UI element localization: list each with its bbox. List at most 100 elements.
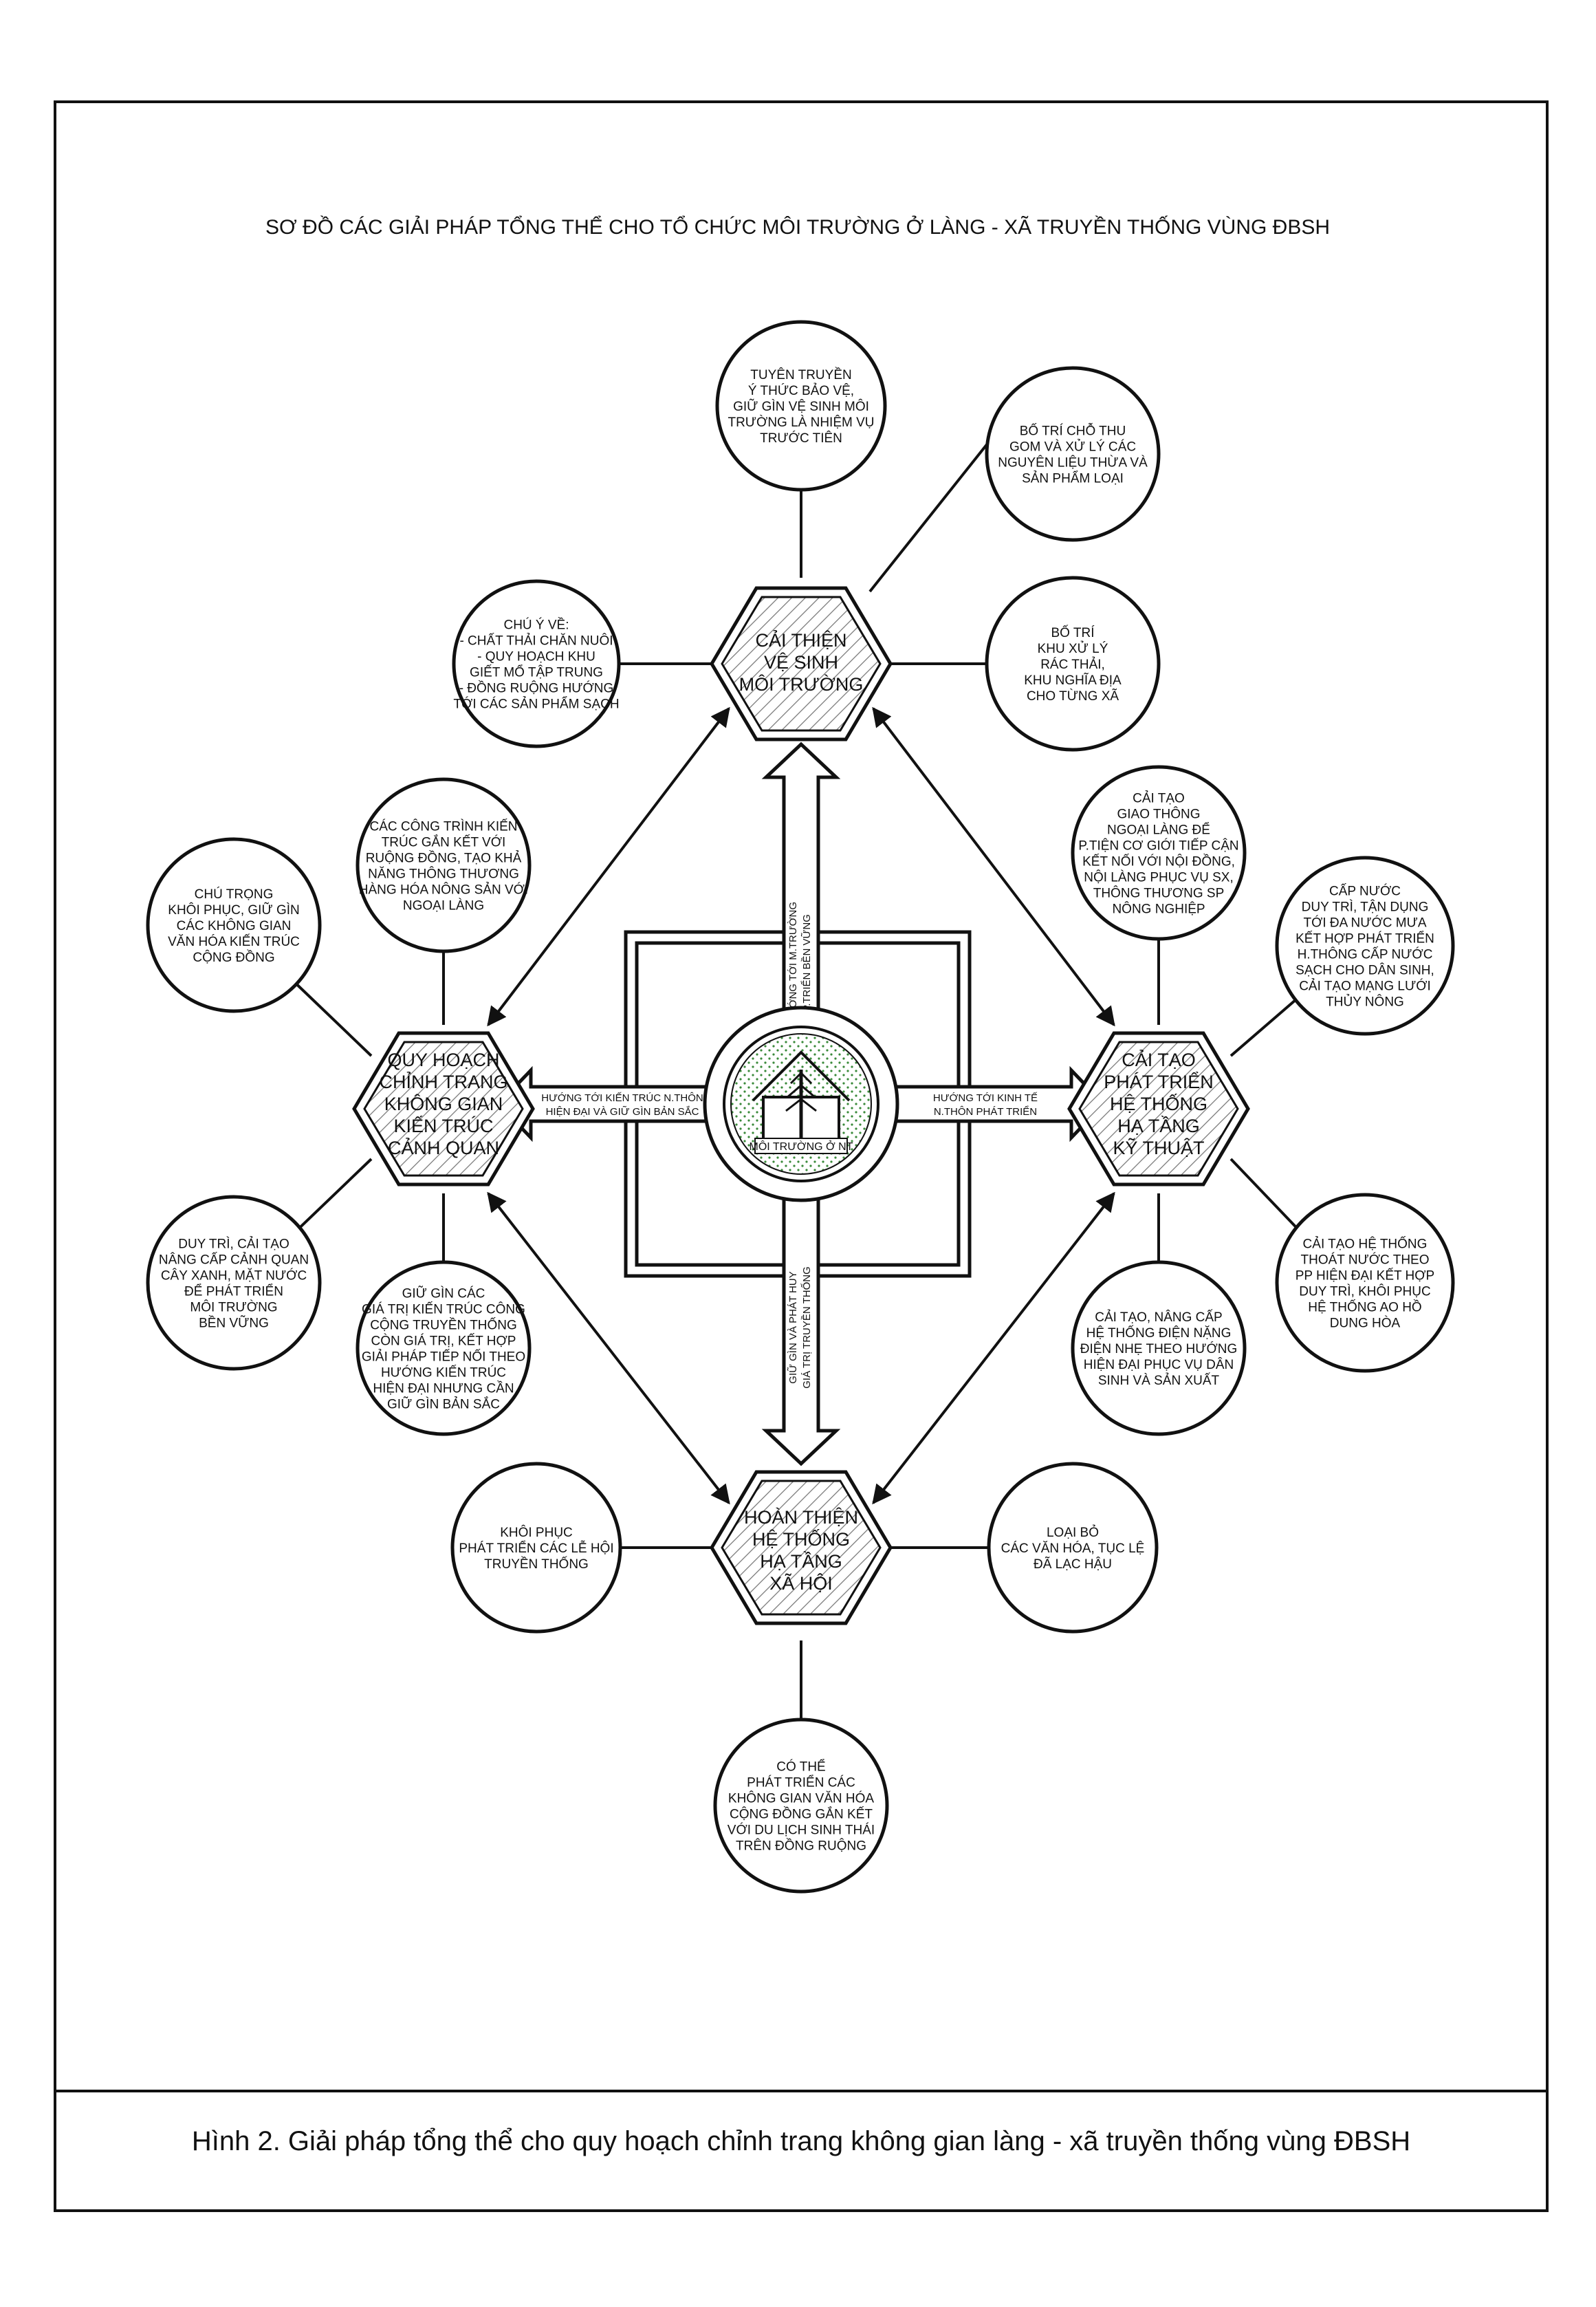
arrow-right-label-1: HƯỚNG TỚI KINH TẾ	[933, 1092, 1038, 1104]
bubble-text-line: THÔNG THƯƠNG SP	[1093, 886, 1225, 901]
hexagon-bottom	[710, 1470, 893, 1625]
bubble-text-line: SINH VÀ SẢN XUẤT	[1098, 1373, 1220, 1388]
bubble-text-line: KHÔI PHỤC, GIỮ GÌN	[168, 902, 299, 918]
bubble-text-line: GIAO THÔNG	[1117, 807, 1200, 822]
svg-text:PHÁT TRIỂN: PHÁT TRIỂN	[1104, 1071, 1214, 1092]
bubble-text-line: GIẾT MỔ TẬP TRUNG	[470, 665, 603, 680]
bubble-text-line: TỚI CÁC SẢN PHẨM SẠCH	[453, 697, 619, 712]
bubble-circle	[1071, 765, 1247, 941]
svg-text:XÃ HỘI: XÃ HỘI	[769, 1572, 833, 1594]
bubble-text-line: KẾT HỢP PHÁT TRIỂN	[1296, 931, 1434, 946]
bubble-circle	[452, 579, 621, 748]
bubble-text-line: HIỆN ĐẠI PHỤC VỤ DÂN	[1084, 1357, 1234, 1372]
bubble-text-line: CỘNG ĐỒNG	[193, 950, 274, 965]
bubble-text-line: CẢI TẠO, NÂNG CẤP	[1095, 1310, 1222, 1325]
bubble-text-line: RÁC THẢI,	[1040, 657, 1105, 672]
hexagon-right-label: CẢI TẠO PHÁT TRIỂN HỆ THỐNG HẠ TẦNG KỸ T…	[1104, 1048, 1214, 1158]
bubble-circle	[450, 1462, 622, 1634]
bubble-text-line: KHU XỬ LÝ	[1038, 641, 1108, 656]
bubble-text-line: TRUYỀN THỐNG	[484, 1557, 589, 1572]
outer-frame	[54, 100, 1549, 2212]
svg-text:CHỈNH TRANG: CHỈNH TRANG	[379, 1070, 507, 1092]
hexagon-left	[352, 1031, 535, 1187]
bubble-text-line: THOÁT NƯỚC THEO	[1301, 1253, 1430, 1268]
bubble-text-line: CÁC CÔNG TRÌNH KIẾN	[369, 819, 517, 834]
svg-text:HỆ THỐNG: HỆ THỐNG	[1110, 1092, 1207, 1114]
bubble-text-line: - QUY HOẠCH KHU	[477, 650, 595, 664]
bubble-circle	[987, 1462, 1159, 1634]
bubble-text-line: NGUYÊN LIỆU THỪA VÀ	[998, 455, 1148, 470]
bubble-text-line: MÔI TRƯỜNG	[190, 1300, 277, 1315]
bubble-text-line: CHÚ TRỌNG	[195, 887, 274, 902]
bubble-text-line: DUY TRÌ, TẬN DỤNG	[1302, 900, 1429, 915]
arrow-left-label-1: HƯỚNG TỚI KIẾN TRÚC N.THÔN	[541, 1092, 703, 1104]
bubble-text-line: TRƯỜNG LÀ NHIỆM VỤ	[728, 415, 874, 430]
bubble-text-line: HƯỚNG KIẾN TRÚC	[381, 1365, 506, 1380]
bubble-text-line: TRƯỚC TIÊN	[760, 431, 842, 446]
bubble-text-line: BỀN VỮNG	[199, 1316, 269, 1331]
bubble-text-line: ĐÃ LẠC HẬU	[1034, 1557, 1112, 1572]
bubble-text-line: KHU NGHĨA ĐỊA	[1024, 673, 1122, 688]
hexagon-top	[710, 586, 893, 741]
bubble-text-line: KHÔNG GIAN VĂN HÓA	[728, 1791, 875, 1806]
bubble-text-line: CỘNG TRUYỀN THỐNG	[370, 1318, 517, 1333]
bubble-top-4: CHÚ Ý VỀ:- CHẤT THẢI CHĂN NUÔI- QUY HOẠC…	[452, 579, 621, 748]
bubble-text-line: HÀNG HÓA NÔNG SẢN VỚI	[359, 882, 528, 898]
bubble-text-line: DUY TRÌ, KHÔI PHỤC	[1299, 1284, 1430, 1299]
bubble-text-line: GIẢI PHÁP TIẾP NỐI THEO	[362, 1350, 525, 1365]
house-tree-icon	[752, 1050, 851, 1143]
bubble-text-line: P.TIỆN CƠ GIỚI TIẾP CẬN	[1078, 838, 1238, 854]
bubble-text-line: NÂNG CẤP CẢNH QUAN	[159, 1253, 309, 1268]
bubble-circle	[356, 1260, 532, 1436]
arrow-up-label-2: P.TRIỂN BỀN VỮNG	[800, 914, 813, 1012]
bubble-text-line: GIỮ GÌN VỆ SINH MÔI	[733, 399, 869, 414]
bubble-text-line: TỚI ĐA NƯỚC MƯA	[1303, 916, 1426, 931]
svg-text:HẠ TẦNG: HẠ TẦNG	[760, 1550, 842, 1572]
bubble-text-line: RUỘNG ĐỒNG, TẠO KHẢ	[366, 851, 522, 866]
arrow-left-label-2: HIỆN ĐẠI VÀ GIỮ GÌN BẢN SẮC	[546, 1105, 699, 1118]
bubble-circle	[713, 1718, 889, 1894]
bubble-circle	[985, 366, 1161, 542]
bubble-text-line: THỦY NÔNG	[1326, 995, 1404, 1010]
hexagon-left-label: QUY HOẠCH CHỈNH TRANG KHÔNG GIAN KIẾN TR…	[379, 1050, 507, 1158]
svg-text:CẢNH QUAN: CẢNH QUAN	[388, 1136, 499, 1158]
bubble-text-line: KHÔI PHỤC	[500, 1525, 573, 1540]
svg-text:HOÀN THIỆN: HOÀN THIỆN	[744, 1506, 858, 1528]
bubble-text-line: H.THÔNG CẤP NƯỚC	[1298, 947, 1433, 962]
bubble-text-line: SẠCH CHO DÂN SINH,	[1296, 963, 1434, 978]
bubble-text-line: - CHẤT THẢI CHĂN NUÔI	[459, 633, 613, 649]
bubble-text-line: ĐỂ PHÁT TRIỂN	[184, 1284, 283, 1299]
bubble-text-line: DUY TRÌ, CẢI TẠO	[178, 1237, 289, 1252]
bubble-text-line: NGOẠI LÀNG	[403, 899, 484, 913]
block-arrow-down	[761, 1195, 841, 1466]
bubble-text-line: GOM VÀ XỬ LÝ CÁC	[1009, 440, 1136, 455]
bubble-text-line: TRÚC GẮN KẾT VỚI	[382, 835, 506, 850]
bubble-text-line: TUYÊN TRUYỀN	[750, 367, 851, 382]
bubble-text-line: PHÁT TRIỂN CÁC	[747, 1775, 855, 1790]
arrow-right-label-2: N.THÔN PHÁT TRIỂN	[934, 1105, 1037, 1118]
spoke-lines	[287, 439, 1308, 1726]
svg-text:QUY HOẠCH: QUY HOẠCH	[387, 1050, 499, 1070]
svg-text:KIẾN TRÚC: KIẾN TRÚC	[393, 1115, 493, 1136]
svg-text:VỆ SINH: VỆ SINH	[764, 651, 838, 673]
arrow-down-label-1: GIỮ GÌN VÀ PHÁT HUY	[787, 1271, 799, 1383]
arrow-down-label-2: GIÁ TRỊ TRUYỀN THỐNG	[800, 1266, 813, 1389]
bubble-text-line: CẢI TẠO HỆ THỐNG	[1303, 1237, 1428, 1252]
arrow-up-label-1: HƯỚNG TỚI M.TRƯỜNG	[787, 902, 799, 1024]
block-arrow-up	[761, 741, 841, 1013]
diamond-arrows	[487, 706, 1115, 1505]
bubble-circle	[146, 837, 322, 1013]
